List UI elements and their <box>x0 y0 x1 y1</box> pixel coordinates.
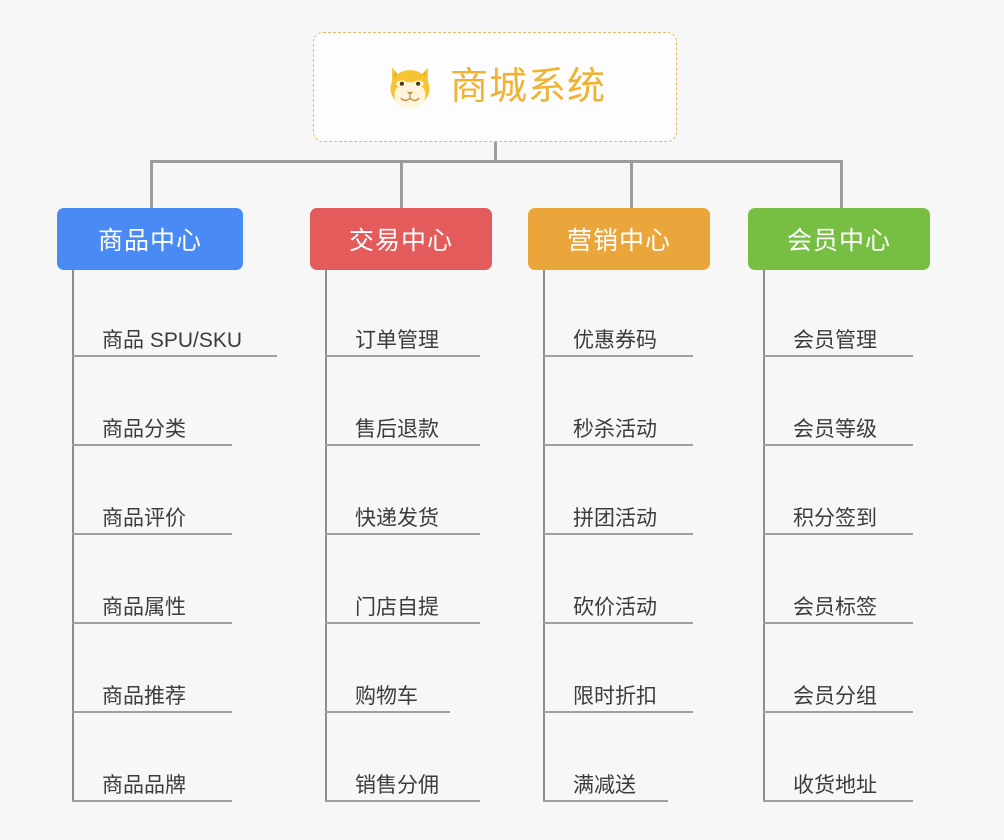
leaf-item-3-4[interactable]: 砍价活动 <box>543 597 693 624</box>
leaf-item-4-4[interactable]: 会员标签 <box>763 597 913 624</box>
root-node-title: 商城系统 <box>449 66 606 108</box>
leaf-label-3-2: 秒杀活动 <box>573 418 657 441</box>
leaf-item-4-6[interactable]: 收货地址 <box>763 775 913 802</box>
leaf-item-2-3[interactable]: 快递发货 <box>325 508 480 535</box>
leaf-item-1-6[interactable]: 商品品牌 <box>72 775 232 802</box>
leaf-label-4-4: 会员标签 <box>793 596 877 619</box>
leaf-label-3-4: 砍价活动 <box>573 596 657 619</box>
column-spine-2 <box>325 270 327 800</box>
leaf-label-1-6: 商品品牌 <box>102 774 186 797</box>
leaf-label-2-1: 订单管理 <box>355 329 439 352</box>
leaf-label-2-6: 销售分佣 <box>355 774 439 797</box>
leaf-item-3-1[interactable]: 优惠券码 <box>543 330 693 357</box>
category-label-3: 营销中心 <box>566 227 671 255</box>
category-label-2: 交易中心 <box>348 227 453 255</box>
category-box-3[interactable]: 营销中心 <box>528 208 710 270</box>
connector-drop-3 <box>630 160 633 208</box>
column-spine-4 <box>763 270 765 800</box>
leaf-label-2-2: 售后退款 <box>355 418 439 441</box>
leaf-item-4-2[interactable]: 会员等级 <box>763 419 913 446</box>
leaf-item-2-1[interactable]: 订单管理 <box>325 330 480 357</box>
leaf-item-1-2[interactable]: 商品分类 <box>72 419 232 446</box>
leaf-item-1-5[interactable]: 商品推荐 <box>72 686 232 713</box>
leaf-item-3-3[interactable]: 拼团活动 <box>543 508 693 535</box>
category-label-1: 商品中心 <box>97 227 202 255</box>
leaf-label-1-3: 商品评价 <box>102 507 186 530</box>
leaf-item-2-5[interactable]: 购物车 <box>325 686 450 713</box>
leaf-item-3-2[interactable]: 秒杀活动 <box>543 419 693 446</box>
leaf-item-1-3[interactable]: 商品评价 <box>72 508 232 535</box>
leaf-label-4-6: 收货地址 <box>793 774 877 797</box>
leaf-item-4-3[interactable]: 积分签到 <box>763 508 913 535</box>
connector-drop-1 <box>150 160 153 208</box>
leaf-item-1-1[interactable]: 商品 SPU/SKU <box>72 330 277 357</box>
leaf-label-1-4: 商品属性 <box>102 596 186 619</box>
column-spine-1 <box>72 270 74 800</box>
leaf-label-4-1: 会员管理 <box>793 329 877 352</box>
leaf-label-1-2: 商品分类 <box>102 418 186 441</box>
connector-root-stem <box>494 142 497 162</box>
leaf-label-1-5: 商品推荐 <box>102 685 186 708</box>
leaf-label-4-2: 会员等级 <box>793 418 877 441</box>
root-node-shopping-mall-system[interactable]: 商城系统 <box>313 32 677 142</box>
column-spine-3 <box>543 270 545 800</box>
leaf-item-1-4[interactable]: 商品属性 <box>72 597 232 624</box>
leaf-label-4-5: 会员分组 <box>793 685 877 708</box>
leaf-item-2-6[interactable]: 销售分佣 <box>325 775 480 802</box>
shiba-dog-face-icon <box>390 67 430 109</box>
leaf-label-3-6: 满减送 <box>573 774 636 797</box>
connector-drop-4 <box>840 160 843 208</box>
leaf-item-3-5[interactable]: 限时折扣 <box>543 686 693 713</box>
category-box-1[interactable]: 商品中心 <box>57 208 243 270</box>
leaf-item-3-6[interactable]: 满减送 <box>543 775 668 802</box>
category-label-4: 会员中心 <box>786 227 891 255</box>
leaf-label-2-4: 门店自提 <box>355 596 439 619</box>
connector-drop-2 <box>400 160 403 208</box>
connector-horizontal-bus <box>150 160 843 163</box>
leaf-label-4-3: 积分签到 <box>793 507 877 530</box>
leaf-label-3-5: 限时折扣 <box>573 685 657 708</box>
leaf-item-4-5[interactable]: 会员分组 <box>763 686 913 713</box>
leaf-label-1-1: 商品 SPU/SKU <box>102 329 243 352</box>
leaf-label-2-5: 购物车 <box>355 685 418 708</box>
leaf-label-2-3: 快递发货 <box>355 507 439 530</box>
leaf-item-4-1[interactable]: 会员管理 <box>763 330 913 357</box>
leaf-label-3-1: 优惠券码 <box>573 329 657 352</box>
leaf-label-3-3: 拼团活动 <box>573 507 657 530</box>
category-box-2[interactable]: 交易中心 <box>310 208 492 270</box>
category-box-4[interactable]: 会员中心 <box>748 208 930 270</box>
leaf-item-2-2[interactable]: 售后退款 <box>325 419 480 446</box>
leaf-item-2-4[interactable]: 门店自提 <box>325 597 480 624</box>
